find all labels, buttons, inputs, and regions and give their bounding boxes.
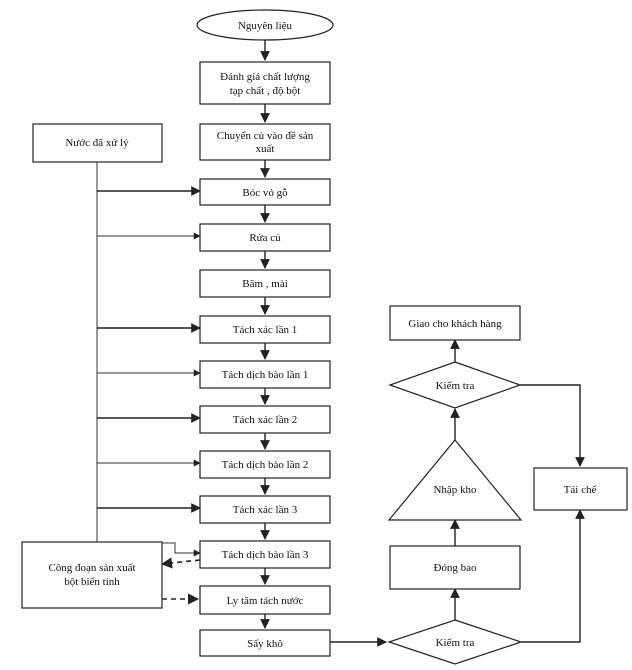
grind-label: Băm , mài [242,278,288,290]
wash-label: Rửa củ [249,232,281,244]
start-node: Nguyên liệu [196,9,334,41]
evaluate-quality-node: Đánh giá chất lượng tạp chất , độ bột [199,61,331,105]
separate-residue-3-node: Tách xác lần 3 [199,495,331,524]
separate-juice-1-node: Tách dịch bào lần 1 [199,360,331,389]
peel-node: Bóc vỏ gỗ [199,178,331,206]
warehouse-label: Nhập kho [433,484,477,496]
dry-label: Sấy khô [247,638,283,650]
separate-juice-2-label: Tách dịch bào lần 2 [222,459,309,471]
separate-residue-1-node: Tách xác lần 1 [199,315,331,344]
grind-node: Băm , mài [199,269,331,298]
centrifuge-node: Ly tâm tách nước [199,585,331,615]
modified-starch-label-2: bột biến tính [64,576,120,588]
modified-starch-node: Công đoạn sản xuất bột biến tính [21,541,163,609]
peel-label: Bóc vỏ gỗ [242,187,288,199]
wash-node: Rửa củ [199,223,331,252]
separate-juice-2-node: Tách dịch bào lần 2 [199,450,331,479]
separate-juice-3-label: Tách dịch bào lần 3 [222,549,309,561]
dry-node: Sấy khô [199,629,331,657]
separate-residue-3-label: Tách xác lần 3 [233,504,298,516]
separate-juice-1-label: Tách dịch bào lần 1 [222,369,309,381]
modified-starch-label-1: Công đoạn sản xuất [48,562,135,574]
centrifuge-label: Ly tâm tách nước [227,595,304,607]
separate-residue-2-label: Tách xác lần 2 [233,414,297,426]
separate-juice-3-node: Tách dịch bào lần 3 [199,540,331,569]
evaluate-quality-label-2: tạp chất , độ bột [230,85,301,97]
recycle-label: Tái chế [564,484,598,496]
check-top-diamond: Kiểm tra [388,361,522,409]
transfer-label-2: xuất [256,143,275,155]
start-label: Nguyên liệu [238,20,293,32]
separate-residue-2-node: Tách xác lần 2 [199,405,331,434]
treated-water-label: Nước đã xử lý [65,137,129,149]
treated-water-node: Nước đã xử lý [32,123,163,163]
deliver-node: Giao cho khách hàng [389,305,521,341]
treated-water-lines [96,162,201,557]
check-bottom-label: Kiểm tra [436,637,475,649]
separate-residue-1-label: Tách xác lần 1 [233,324,297,336]
check-top-label: Kiểm tra [436,380,475,392]
deliver-label: Giao cho khách hàng [408,318,502,330]
bagging-node: Đóng bao [389,545,521,590]
check-bottom-diamond: Kiểm tra [387,619,523,665]
transfer-node: Chuyển củ vào đề sản xuất [199,123,331,161]
bagging-label: Đóng bao [433,562,477,574]
evaluate-quality-label-1: Đánh giá chất lượng [220,71,310,83]
recycle-node: Tái chế [533,467,628,511]
modified-starch-links [160,557,201,605]
right-flow-connectors [330,339,585,647]
warehouse-triangle: Nhập kho [387,439,523,521]
transfer-label-1: Chuyển củ vào đề sản [217,130,314,142]
